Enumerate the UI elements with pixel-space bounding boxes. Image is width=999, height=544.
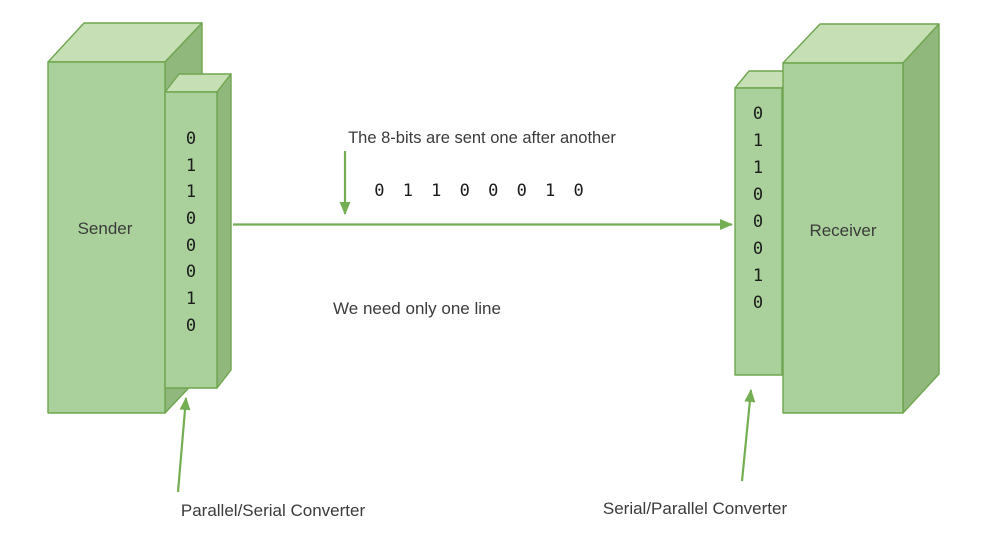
sender-bit: 1 (186, 289, 196, 309)
sender-bit: 0 (186, 262, 196, 282)
receiver-box-front (782, 62, 904, 414)
receiver-box-side (902, 23, 940, 414)
receiver-bit: 1 (753, 266, 763, 286)
sender-bit: 0 (186, 209, 196, 229)
sender-converter-front (164, 91, 218, 389)
receiver-bit: 1 (753, 158, 763, 178)
serial-bit-stream: 0 1 1 0 0 0 1 0 (374, 181, 584, 201)
sender-converter-box: 0 1 1 0 0 0 1 0 (164, 73, 232, 389)
receiver-bit: 0 (753, 185, 763, 205)
sender-bit: 1 (186, 156, 196, 176)
receiver-bit: 0 (753, 212, 763, 232)
sender-label: Sender (78, 219, 133, 238)
transmission-group: The 8-bits are sent one after another 0 … (233, 129, 733, 318)
receiver-bit: 0 (753, 293, 763, 313)
transmission-caption: The 8-bits are sent one after another (348, 129, 616, 147)
receiver-converter-front (734, 87, 783, 376)
parallel-serial-converter-arrow (176, 397, 191, 493)
receiver-bit: 0 (753, 239, 763, 259)
sender-converter-side (216, 73, 232, 389)
sender-bit-column: 0 1 1 0 0 0 1 0 (186, 129, 196, 336)
receiver-bit: 1 (753, 131, 763, 151)
sender-bit: 0 (186, 236, 196, 256)
serial-parallel-converter-label: Serial/Parallel Converter (603, 499, 788, 518)
transmission-note: We need only one line (333, 299, 501, 318)
serial-parallel-converter-arrow (740, 389, 756, 482)
receiver-label: Receiver (809, 221, 876, 240)
sender-bit: 0 (186, 316, 196, 336)
receiver-bit: 0 (753, 104, 763, 124)
sender-bit: 1 (186, 182, 196, 202)
receiver-machine: Receiver (782, 23, 940, 414)
sender-box-front (47, 61, 166, 414)
converter-annotations: Parallel/Serial Converter Serial/Paralle… (176, 389, 788, 520)
sender-bit: 0 (186, 129, 196, 149)
parallel-serial-converter-label: Parallel/Serial Converter (181, 501, 366, 520)
receiver-bit-column: 0 1 1 0 0 0 1 0 (753, 104, 763, 313)
